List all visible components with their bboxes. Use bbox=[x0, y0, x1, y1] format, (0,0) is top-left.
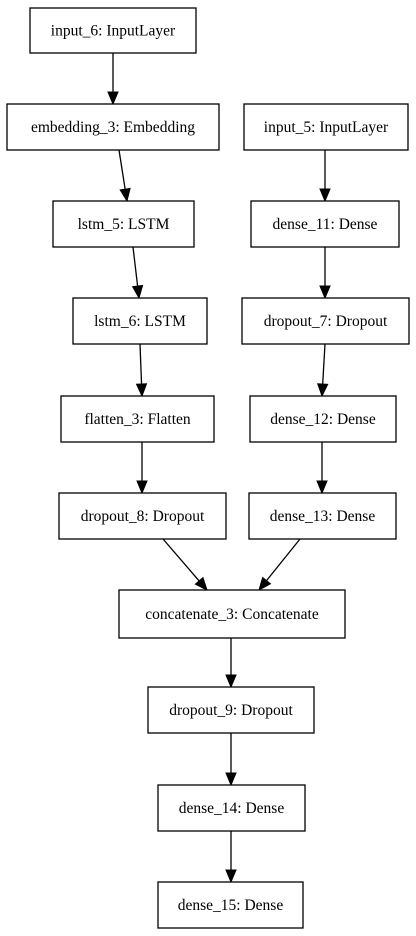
node-dense-15: dense_15: Dense bbox=[157, 881, 304, 929]
arrowhead-icon bbox=[316, 480, 328, 495]
node-box bbox=[58, 492, 227, 540]
arrowhead-icon bbox=[107, 91, 119, 106]
node-embedding-3: embedding_3: Embedding bbox=[6, 103, 220, 151]
node-label: dense_14: Dense bbox=[179, 800, 285, 817]
edge-embedding-3-to-lstm-5 bbox=[118, 149, 131, 203]
node-label: embedding_3: Embedding bbox=[31, 119, 195, 136]
arrowhead-icon bbox=[135, 383, 148, 398]
node-box bbox=[243, 103, 409, 151]
node-label: concatenate_3: Concatenate bbox=[145, 606, 319, 623]
node-box bbox=[241, 297, 410, 345]
node-dense-14: dense_14: Dense bbox=[157, 784, 306, 832]
arrowhead-icon bbox=[319, 188, 331, 203]
nodes-layer: input_6: InputLayer embedding_3: Embeddin… bbox=[6, 7, 410, 929]
node-label: lstm_5: LSTM bbox=[78, 216, 170, 233]
node-dense-12: dense_12: Dense bbox=[249, 395, 397, 443]
node-dense-13: dense_13: Dense bbox=[248, 492, 397, 540]
node-lstm-6: lstm_6: LSTM bbox=[72, 297, 208, 345]
node-box bbox=[118, 589, 346, 639]
edge-flatten-3-to-dropout-8 bbox=[136, 442, 148, 495]
edge-lstm-6-to-flatten-3 bbox=[135, 343, 148, 398]
edge-dense-11-to-dropout-7 bbox=[319, 247, 331, 300]
node-box bbox=[250, 200, 400, 248]
edge-lstm-5-to-lstm-6 bbox=[131, 246, 144, 300]
node-concatenate-3: concatenate_3: Concatenate bbox=[118, 589, 346, 639]
node-flatten-3: flatten_3: Flatten bbox=[60, 395, 215, 443]
arrowhead-icon bbox=[131, 284, 144, 300]
edge-line bbox=[322, 343, 326, 385]
node-input-5: input_5: InputLayer bbox=[243, 103, 409, 151]
node-box bbox=[248, 492, 397, 540]
edge-input-6-to-embedding-3 bbox=[107, 53, 119, 106]
node-box bbox=[60, 395, 215, 443]
node-label: input_6: InputLayer bbox=[51, 23, 176, 40]
arrowhead-icon bbox=[136, 480, 148, 495]
node-dropout-8: dropout_8: Dropout bbox=[58, 492, 227, 540]
node-box bbox=[157, 881, 304, 929]
arrowhead-icon bbox=[225, 869, 237, 884]
edge-dropout-8-to-concatenate-3 bbox=[162, 538, 208, 591]
arrowhead-icon bbox=[225, 674, 237, 689]
node-box bbox=[72, 297, 208, 345]
node-box bbox=[6, 103, 220, 151]
node-label: flatten_3: Flatten bbox=[84, 411, 191, 428]
node-dropout-9: dropout_9: Dropout bbox=[147, 686, 315, 734]
edge-dropout-9-to-dense-14 bbox=[225, 733, 237, 787]
edge-input-5-to-dense-11 bbox=[319, 150, 331, 203]
edge-dense-12-to-dense-13 bbox=[316, 442, 328, 495]
node-label: dropout_8: Dropout bbox=[81, 508, 205, 525]
node-label: dense_11: Dense bbox=[273, 216, 378, 233]
node-label: dense_12: Dense bbox=[270, 411, 376, 428]
node-label: dropout_9: Dropout bbox=[169, 702, 293, 719]
edge-line bbox=[132, 246, 139, 287]
arrowhead-icon bbox=[119, 187, 131, 203]
arrowhead-icon bbox=[194, 576, 208, 591]
node-box bbox=[29, 7, 197, 54]
edges-layer bbox=[107, 53, 331, 884]
node-box bbox=[147, 686, 315, 734]
edge-concatenate-3-to-dropout-9 bbox=[225, 638, 237, 689]
node-box bbox=[249, 395, 397, 443]
node-label: dropout_7: Dropout bbox=[264, 313, 388, 330]
edge-dropout-7-to-dense-12 bbox=[316, 343, 329, 398]
arrowhead-icon bbox=[319, 285, 331, 300]
edge-line bbox=[266, 538, 301, 582]
node-dense-11: dense_11: Dense bbox=[250, 200, 400, 248]
node-box bbox=[52, 200, 195, 248]
node-label: lstm_6: LSTM bbox=[94, 313, 186, 330]
edge-dense-13-to-concatenate-3 bbox=[258, 538, 301, 592]
arrowhead-icon bbox=[225, 772, 237, 787]
arrowhead-icon bbox=[258, 576, 272, 592]
node-dropout-7: dropout_7: Dropout bbox=[241, 297, 410, 345]
edge-line bbox=[139, 343, 143, 385]
edge-line bbox=[162, 538, 200, 582]
edge-dense-14-to-dense-15 bbox=[225, 831, 237, 884]
arrowhead-icon bbox=[316, 383, 329, 398]
node-input-6: input_6: InputLayer bbox=[29, 7, 197, 54]
node-label: dense_15: Dense bbox=[178, 897, 284, 914]
node-lstm-5: lstm_5: LSTM bbox=[52, 200, 195, 248]
node-box bbox=[157, 784, 306, 832]
node-label: input_5: InputLayer bbox=[264, 119, 389, 136]
node-label: dense_13: Dense bbox=[270, 508, 376, 525]
edge-line bbox=[118, 149, 126, 190]
